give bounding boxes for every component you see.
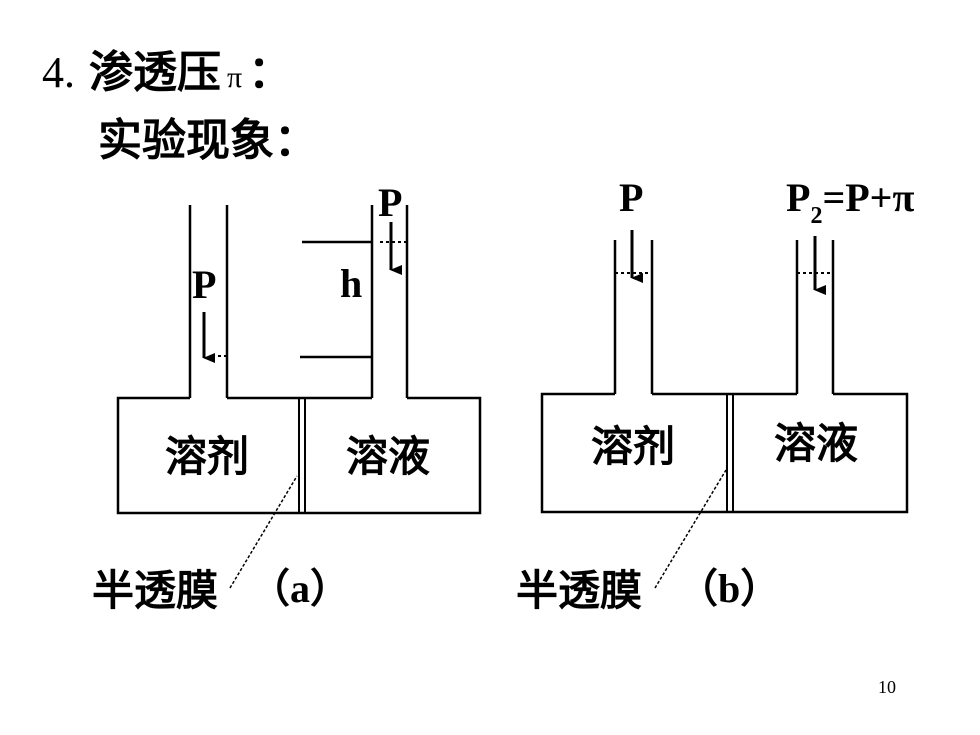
pressure-b-right: P2=P+π (786, 175, 914, 229)
pressure-b-right-sub: 2 (810, 203, 822, 229)
page-number: 10 (878, 677, 896, 697)
membrane-a-pointer (229, 475, 298, 589)
membrane-b-label: 半透膜 (516, 566, 642, 615)
solvent-a-label: 溶剂 (165, 432, 249, 481)
solvent-b-label: 溶剂 (591, 422, 675, 471)
pressure-b-right-rest: =P+π (822, 175, 914, 220)
height-label: h (340, 261, 362, 306)
slide-subtitle: 实验现象： (98, 115, 318, 166)
title-number: 4. (42, 48, 75, 97)
title-colon: ： (248, 47, 293, 98)
title-symbol: π (227, 61, 243, 94)
pressure-b-right-main: P (786, 175, 810, 220)
solution-a-label: 溶液 (346, 432, 430, 481)
pressure-a-right: P (378, 180, 402, 225)
container-b-outline (540, 392, 909, 514)
diagram-a: P P h 溶剂 溶液 半透膜 （a） (92, 180, 482, 615)
diagram-b: P P2=P+π 溶剂 溶液 半透膜 （b） (516, 175, 914, 615)
solution-b-label: 溶液 (774, 419, 858, 468)
title-text: 渗透压 (89, 47, 221, 98)
caption-a: （a） (250, 566, 350, 611)
pressure-a-left: P (192, 262, 216, 307)
membrane-b-pointer (654, 469, 727, 589)
pressure-b-left: P (619, 175, 643, 220)
caption-b: （b） (678, 566, 780, 611)
membrane-a-label: 半透膜 (92, 566, 218, 615)
